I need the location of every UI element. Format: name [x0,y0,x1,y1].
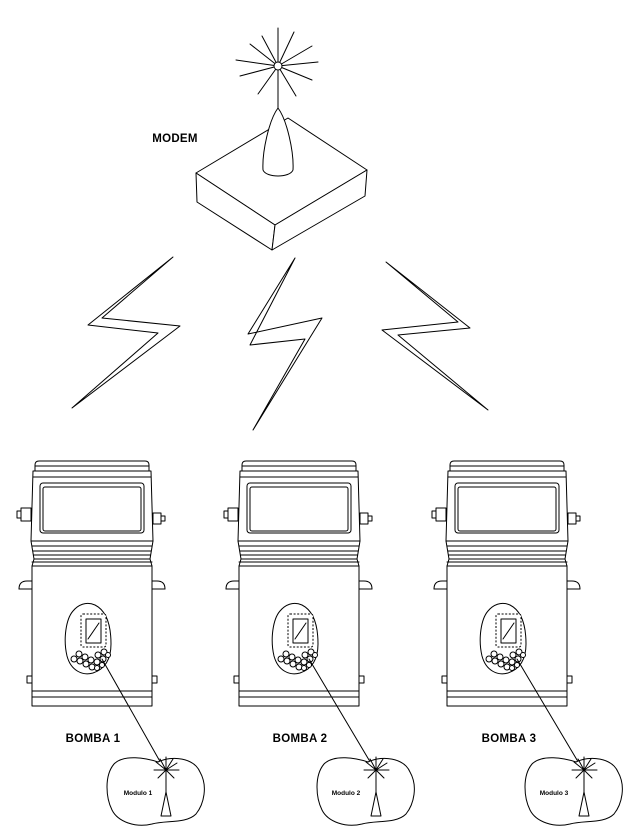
module-2: Modulo 2 [316,756,415,826]
modem-label: MODEM [152,133,198,145]
fuel-pump-icon [223,460,373,707]
wireless-links [71,256,489,431]
pump-3: BOMBA 3 [431,460,581,766]
pump-label: BOMBA 3 [482,733,537,745]
module-label: Modulo 1 [124,790,153,797]
modem-antenna-icon [235,27,319,97]
modem: MODEM [152,27,368,251]
module-label: Modulo 3 [540,790,569,797]
fuel-pump-icon [16,460,166,707]
fuel-pump-icon [431,460,581,707]
radio-module-icon [106,756,205,826]
pump-label: BOMBA 2 [273,733,328,745]
pump-label: BOMBA 1 [66,733,121,745]
module-label: Modulo 2 [332,790,361,797]
pump-1: BOMBA 1 [16,460,166,766]
module-1: Modulo 1 [106,756,205,826]
lightning-bolt-icon [381,261,489,411]
pump-2: BOMBA 2 [223,460,373,766]
lightning-bolt-icon [247,257,323,431]
module-3: Modulo 3 [524,756,623,826]
lightning-bolt-icon [71,256,181,409]
